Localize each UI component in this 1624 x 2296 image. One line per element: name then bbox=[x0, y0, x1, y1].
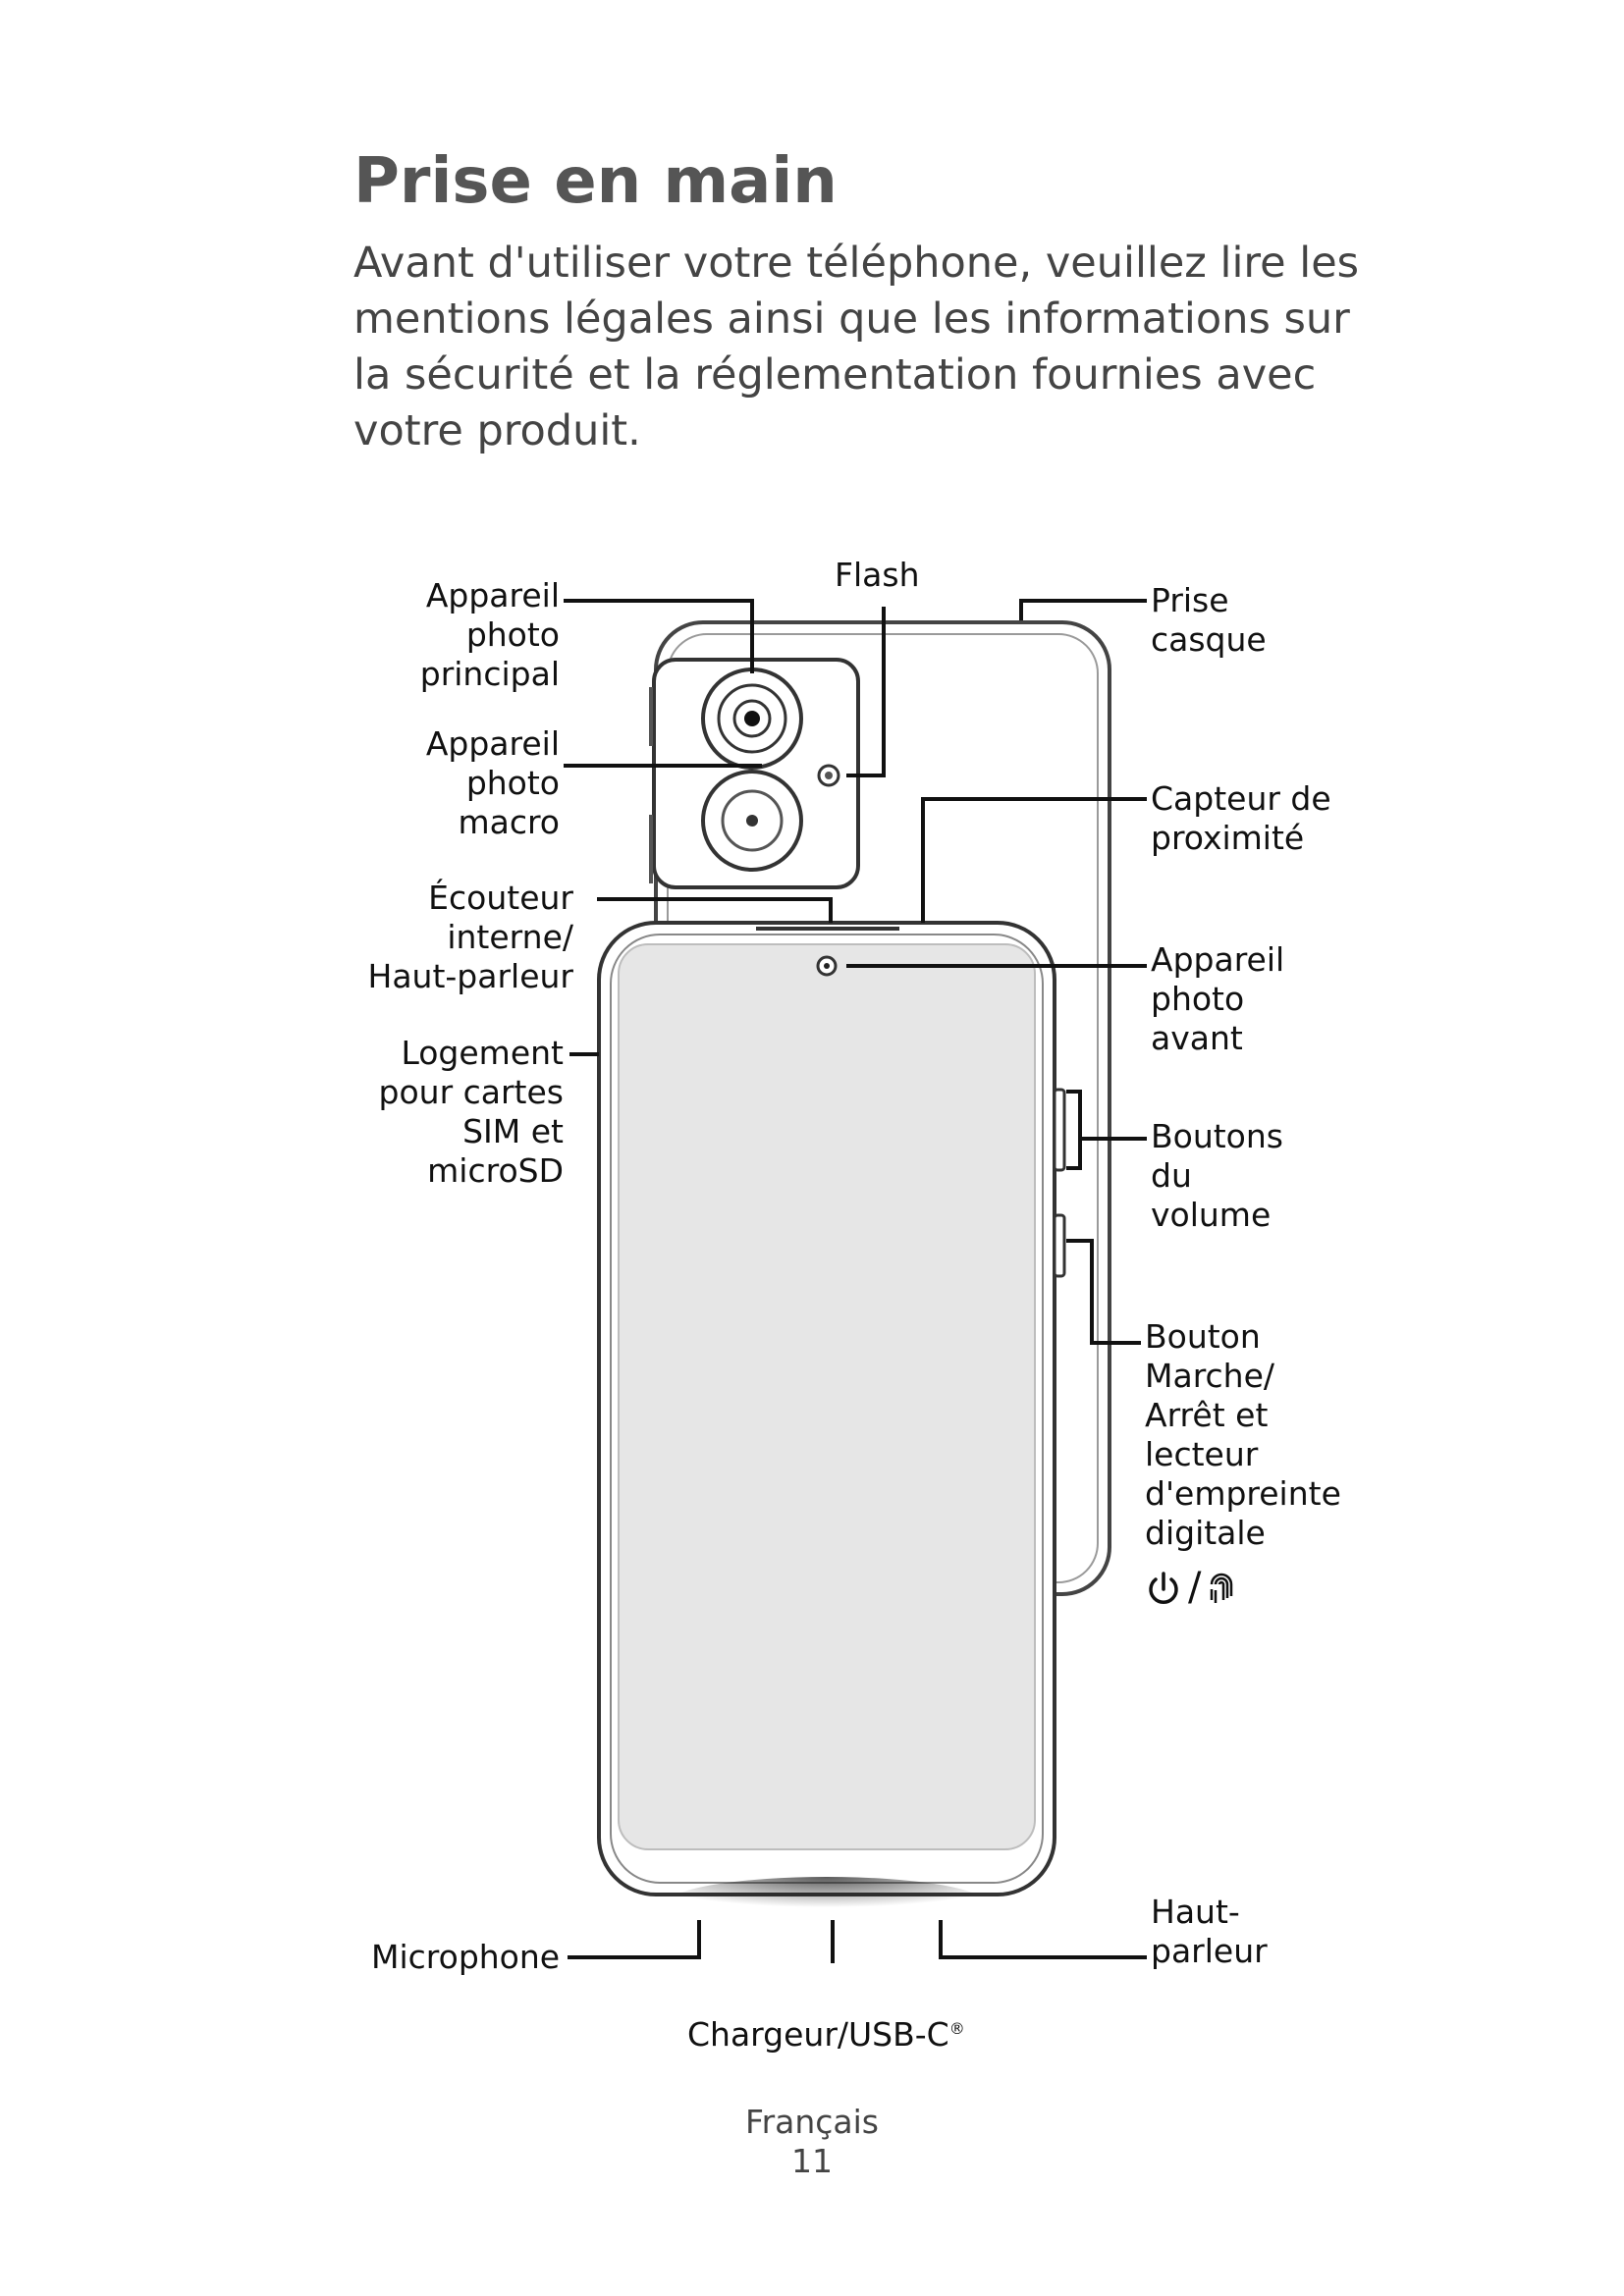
label-headset-jack: Prise casque bbox=[1151, 581, 1267, 659]
label-macro-camera: Appareil photo macro bbox=[425, 724, 560, 841]
label-earpiece: Écouteur interne/ Haut-parleur bbox=[367, 879, 574, 995]
label-proximity-sensor: Capteur de proximité bbox=[1151, 779, 1331, 857]
main-camera-lens bbox=[701, 667, 803, 770]
label-volume-buttons: Boutons du volume bbox=[1151, 1117, 1283, 1234]
leader-headset-jack bbox=[1019, 599, 1147, 620]
leader-flash bbox=[846, 607, 886, 777]
flash-element bbox=[817, 764, 840, 787]
label-charger-text: Chargeur/USB-C bbox=[687, 2015, 949, 2054]
label-speaker: Haut- parleur bbox=[1151, 1893, 1268, 1970]
leader-earpiece bbox=[597, 897, 833, 923]
leader-speaker bbox=[939, 1920, 1147, 1959]
label-front-camera: Appareil photo avant bbox=[1151, 940, 1285, 1057]
leader-main-camera bbox=[564, 599, 754, 673]
power-fingerprint-symbols: / bbox=[1145, 1566, 1236, 1609]
phone-screen bbox=[618, 943, 1036, 1850]
volume-buttons-shape bbox=[1053, 1088, 1066, 1172]
leader-proximity-sensor bbox=[921, 797, 1147, 923]
registered-mark: ® bbox=[948, 2019, 965, 2038]
label-charger: Chargeur/USB-C® bbox=[687, 1970, 965, 2055]
leader-microphone bbox=[568, 1920, 701, 1959]
power-icon bbox=[1149, 1572, 1178, 1604]
label-main-camera: Appareil photo principal bbox=[419, 576, 560, 693]
label-sim-slot: Logement pour cartes SIM et microSD bbox=[378, 1034, 564, 1190]
macro-camera-lens bbox=[701, 770, 803, 872]
fingerprint-icon bbox=[1211, 1573, 1233, 1603]
power-button-shape bbox=[1053, 1213, 1066, 1278]
leader-volume-buttons bbox=[1066, 1090, 1082, 1170]
label-power-button: Bouton Marche/ Arrêt et lecteur d'emprei… bbox=[1145, 1317, 1341, 1552]
footer-language: Français bbox=[744, 2103, 879, 2141]
intro-paragraph: Avant d'utiliser votre téléphone, veuill… bbox=[353, 239, 1360, 455]
leader-power-button bbox=[1066, 1239, 1141, 1345]
page-title: Prise en main bbox=[353, 145, 838, 218]
power-symbol-separator: / bbox=[1188, 1565, 1202, 1610]
label-flash: Flash bbox=[835, 556, 920, 594]
page-number: 11 bbox=[791, 2142, 833, 2180]
label-microphone: Microphone bbox=[371, 1938, 561, 1976]
